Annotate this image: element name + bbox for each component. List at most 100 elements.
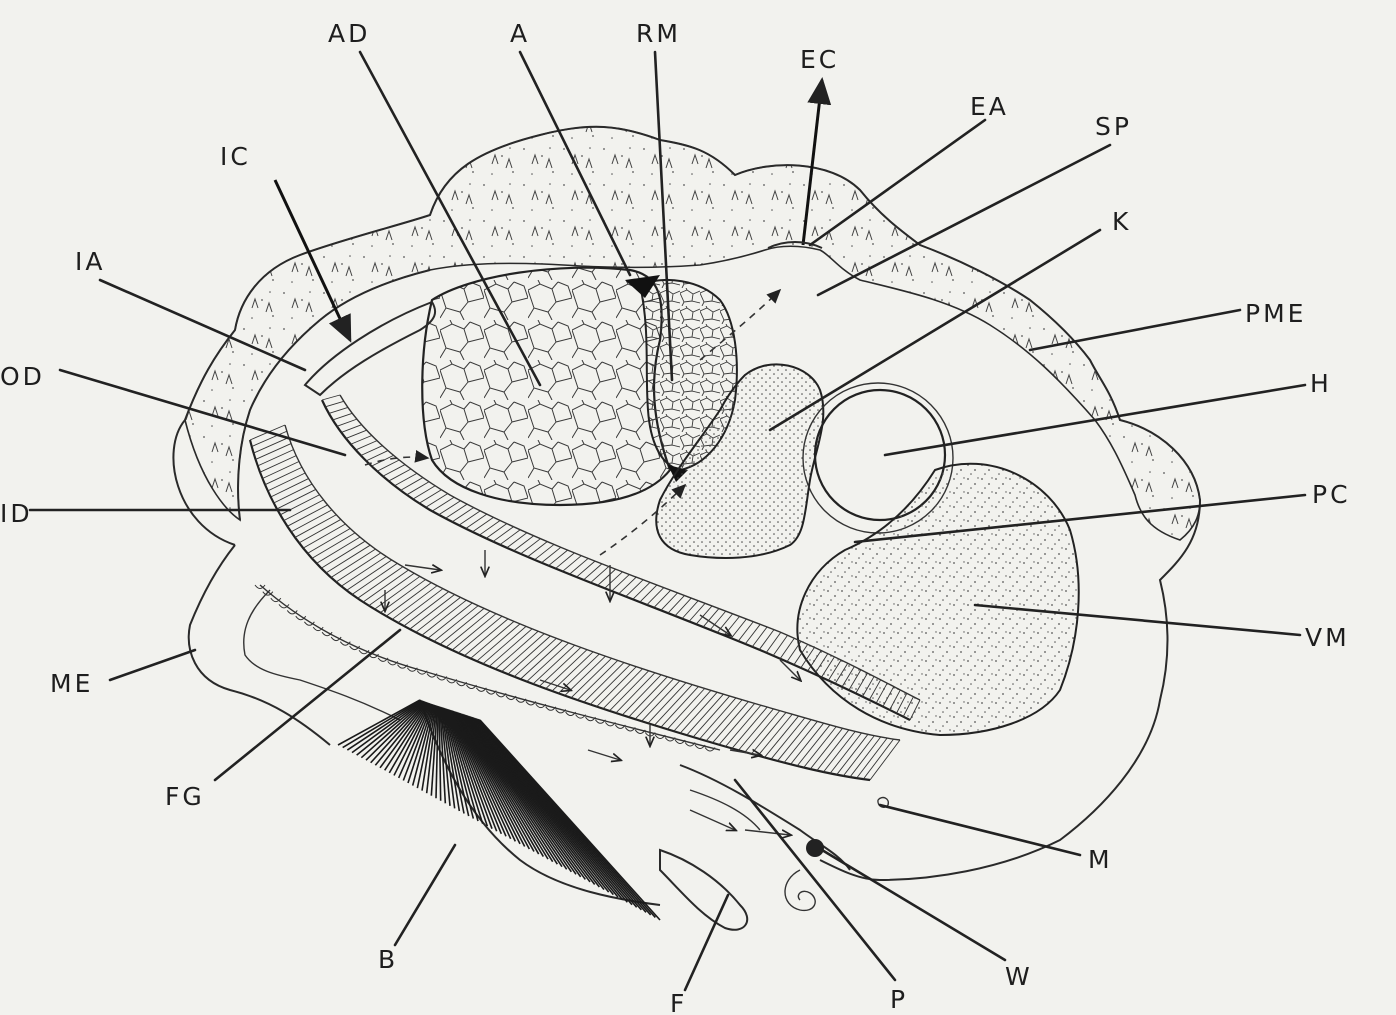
- label-RM: RM: [636, 19, 681, 48]
- gill-filament: [773, 635, 787, 655]
- gill-filament: [830, 733, 861, 773]
- gill-filament: [680, 692, 717, 733]
- gill-filament: [500, 530, 520, 545]
- gill-filament: [446, 611, 490, 647]
- label-IC: IC: [220, 142, 251, 171]
- gill-filament: [539, 647, 580, 686]
- byssus-thread: [462, 714, 562, 867]
- gill-filament: [717, 614, 732, 633]
- foot: [660, 850, 747, 930]
- gill-filament: [603, 669, 642, 709]
- label-ID: ID: [0, 499, 33, 528]
- gill-filament: [520, 641, 562, 679]
- gill-filament: [555, 553, 574, 569]
- gill-filament: [675, 598, 691, 616]
- gill-filament: [458, 616, 502, 653]
- gill-filament: [329, 407, 348, 413]
- label-F: F: [670, 989, 687, 1015]
- gill-filament: [577, 561, 595, 577]
- gill-filament: [700, 698, 736, 739]
- gill-filament: [546, 650, 587, 689]
- gill-filament: [562, 556, 581, 572]
- gill-filament: [452, 508, 473, 522]
- gill-filament: [341, 425, 361, 433]
- label-AD: AD: [328, 19, 370, 48]
- gill-filament: [713, 702, 749, 743]
- gill-filament: [527, 643, 569, 682]
- gill-filament: [521, 539, 541, 554]
- gill-filament: [312, 533, 355, 559]
- label-EA: EA: [970, 92, 1009, 121]
- label-FG: FG: [165, 782, 205, 811]
- gill-filament: [489, 629, 532, 667]
- gill-filament: [703, 609, 719, 627]
- gill-filament: [640, 585, 657, 602]
- gill-filament: [260, 456, 296, 473]
- gill-filament: [759, 630, 774, 650]
- gill-filament: [410, 595, 455, 630]
- gill-filament: [395, 473, 417, 485]
- gill-filament: [254, 437, 289, 453]
- gill-filament: [356, 441, 377, 450]
- gill-filament: [326, 545, 370, 573]
- visceral-mass: [797, 464, 1078, 735]
- gill-filament: [726, 705, 761, 746]
- gill-filament: [502, 634, 545, 672]
- gill-filament: [626, 580, 643, 597]
- label-W: W: [1005, 962, 1033, 991]
- gill-filament: [616, 673, 655, 713]
- gill-filament: [850, 737, 881, 777]
- gill-filament: [514, 536, 534, 551]
- gill-filament: [738, 709, 773, 750]
- gill-filament: [597, 667, 637, 707]
- gill-filament: [674, 690, 711, 731]
- gill-filament: [591, 567, 609, 583]
- label-H: H: [1310, 369, 1332, 398]
- gill-filament: [552, 652, 593, 691]
- gill-filament: [766, 632, 781, 652]
- gill-filament: [870, 740, 900, 780]
- gill-filament: [682, 601, 698, 619]
- gill-filament: [432, 497, 454, 511]
- gill-filament: [590, 665, 630, 705]
- byssus: [338, 700, 660, 920]
- gill-filament: [565, 656, 606, 695]
- gill-filament: [392, 586, 437, 620]
- gill-filament: [299, 519, 341, 542]
- gill-filament: [647, 588, 664, 605]
- gill-filament: [483, 626, 526, 663]
- label-OD: OD: [0, 362, 45, 391]
- gill-filament: [507, 533, 527, 548]
- gill-filament: [495, 631, 538, 669]
- gill-filament: [687, 694, 724, 735]
- label-B: B: [378, 945, 398, 974]
- gill-filament: [479, 521, 500, 536]
- gill-filament: [843, 736, 874, 776]
- gill-filament: [689, 603, 705, 621]
- gill-filament: [262, 461, 298, 478]
- gill-filament: [622, 675, 661, 715]
- gill-filament: [477, 624, 520, 661]
- gill-filament: [445, 504, 467, 518]
- gill-filament: [347, 560, 392, 590]
- gill-filament: [333, 413, 353, 420]
- byssus-thread: [464, 715, 576, 875]
- anterior-adductor-muscle: [422, 268, 670, 505]
- label-A: A: [510, 19, 530, 48]
- gill-filament: [398, 589, 443, 623]
- byssus-thread: [480, 720, 660, 920]
- gill-filament: [732, 707, 767, 748]
- label-IA: IA: [75, 247, 105, 276]
- gill-filament: [325, 401, 344, 407]
- gill-filament: [308, 528, 351, 553]
- gill-filament: [571, 658, 611, 698]
- gill-filament: [745, 624, 760, 644]
- gill-filament: [605, 572, 623, 588]
- gill-filament: [471, 621, 514, 658]
- w-structure: [806, 839, 824, 857]
- gill-filament: [863, 739, 893, 779]
- gill-filament: [464, 619, 508, 656]
- gill-filament: [336, 553, 381, 582]
- gill-filament: [331, 549, 375, 577]
